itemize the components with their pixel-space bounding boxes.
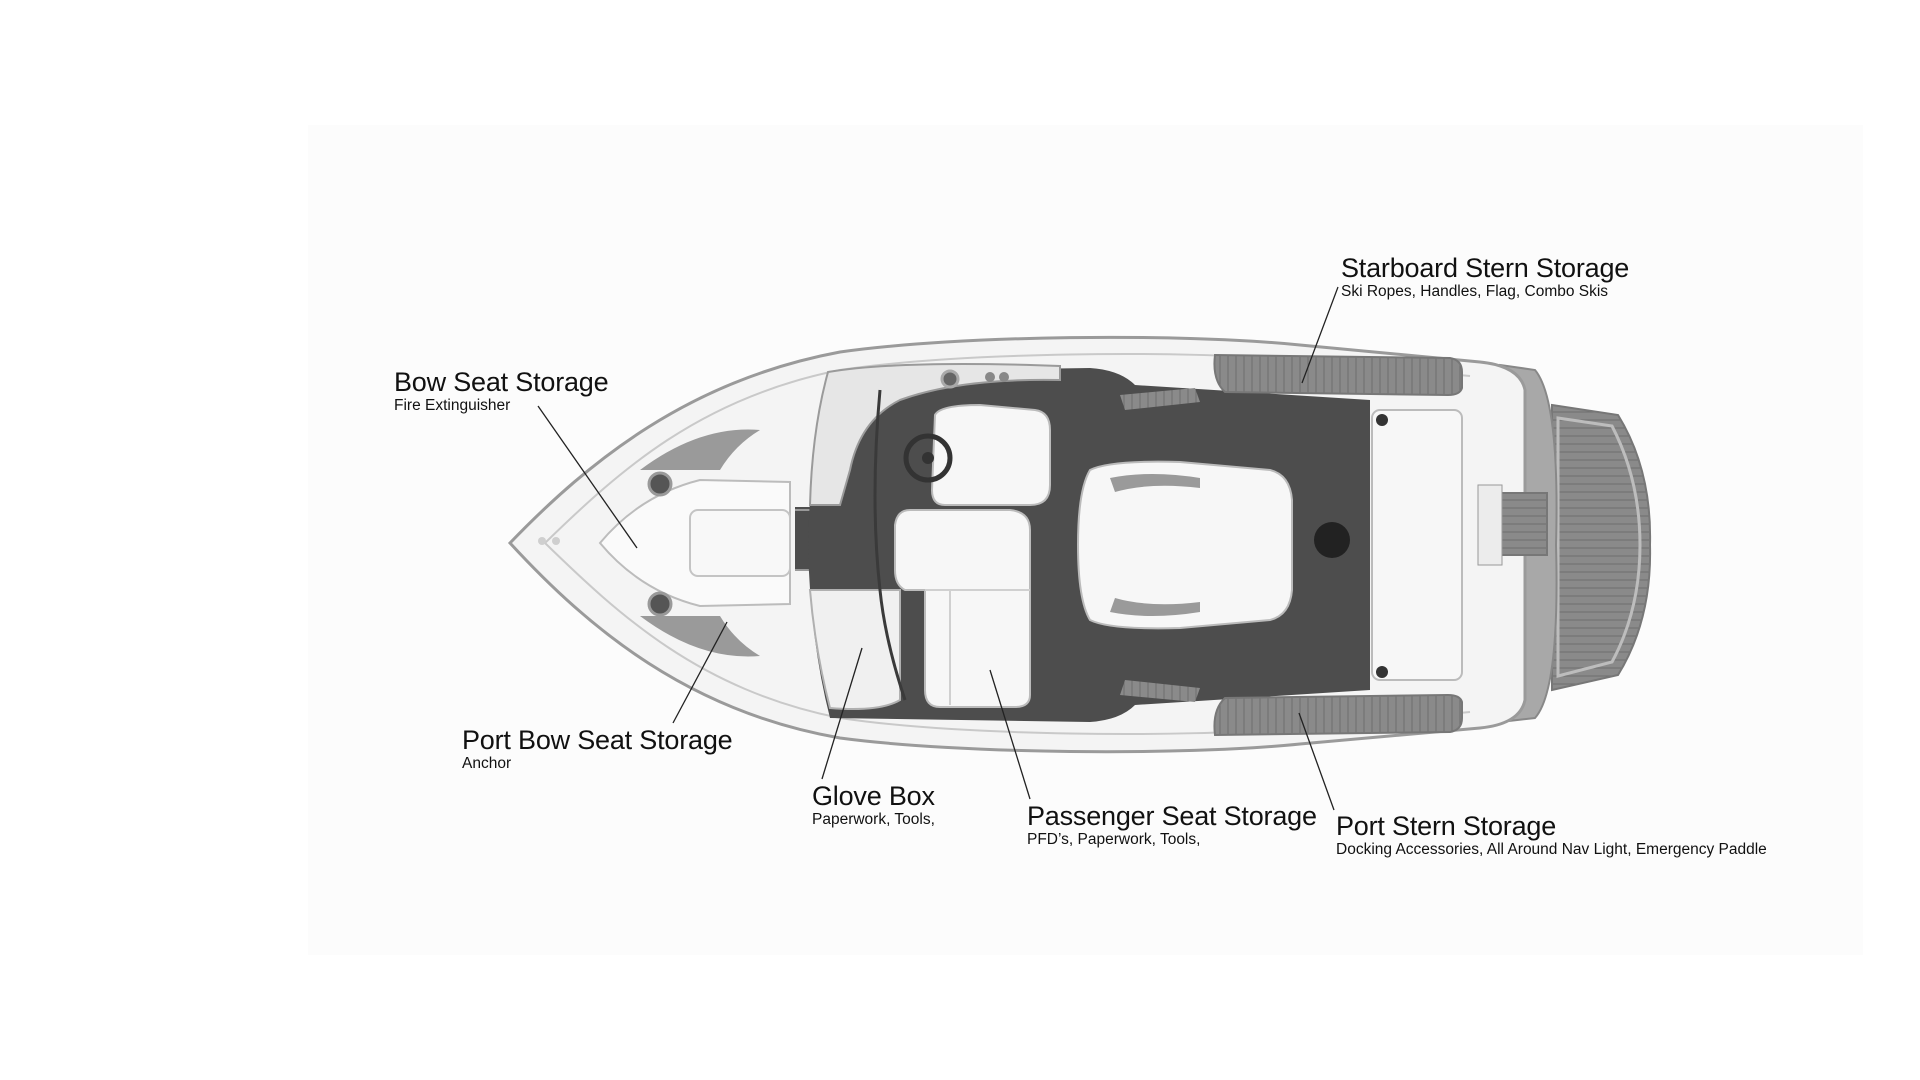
callout-starboard-stern-storage: Starboard Stern Storage Ski Ropes, Handl… bbox=[1341, 253, 1630, 301]
callout-description: Anchor bbox=[462, 755, 512, 772]
rear-post-top bbox=[1376, 414, 1388, 426]
bow-speaker-bottom bbox=[647, 591, 673, 617]
transom-step bbox=[1477, 484, 1503, 566]
port-stern-pad bbox=[1213, 693, 1463, 737]
dash-gauge-1 bbox=[940, 369, 960, 389]
port-step-pad bbox=[1120, 680, 1200, 702]
leader-bow-seat bbox=[537, 405, 638, 549]
bow-cleat-1 bbox=[538, 537, 546, 545]
bow-trim-bottom bbox=[640, 616, 760, 657]
rear-post-bottom bbox=[1376, 666, 1388, 678]
engine-cover bbox=[1076, 460, 1293, 630]
engine-cover-trim-top bbox=[1110, 474, 1200, 492]
leader-glove-box bbox=[821, 647, 863, 780]
callout-title: Passenger Seat Storage bbox=[1027, 801, 1317, 831]
callout-title: Port Stern Storage bbox=[1336, 811, 1557, 841]
callout-description: Paperwork, Tools, bbox=[812, 811, 935, 828]
steering-wheel bbox=[903, 433, 953, 483]
bow-speaker-top bbox=[647, 471, 673, 497]
floor-drain bbox=[1314, 522, 1350, 558]
steering-hub bbox=[922, 452, 934, 464]
callout-description: Fire Extinguisher bbox=[394, 397, 511, 414]
callout-glove-box: Glove Box Paperwork, Tools, bbox=[812, 781, 935, 829]
leader-starboard-stern bbox=[1301, 286, 1339, 384]
leader-port-bow bbox=[672, 621, 728, 724]
rear-bench bbox=[1371, 409, 1463, 681]
console-rail bbox=[873, 389, 907, 701]
glove-box-console bbox=[808, 589, 901, 710]
callout-title: Bow Seat Storage bbox=[394, 367, 609, 397]
leader-lines bbox=[537, 286, 1339, 811]
bow-trim-top bbox=[640, 429, 760, 470]
starboard-stern-pad bbox=[1213, 353, 1463, 397]
callout-title: Port Bow Seat Storage bbox=[462, 725, 733, 755]
swim-platform bbox=[1551, 403, 1652, 692]
callout-port-stern-storage: Port Stern Storage Docking Accessories, … bbox=[1336, 811, 1767, 859]
starboard-step-pad bbox=[1120, 388, 1200, 410]
callout-bow-seat-storage: Bow Seat Storage Fire Extinguisher bbox=[394, 367, 609, 415]
callout-description: Ski Ropes, Handles, Flag, Combo Skis bbox=[1341, 283, 1609, 300]
leader-passenger-seat bbox=[989, 669, 1031, 800]
passenger-seat bbox=[894, 509, 1031, 708]
callout-description: PFD’s, Paperwork, Tools, bbox=[1027, 831, 1201, 848]
callout-description: Docking Accessories, All Around Nav Ligh… bbox=[1336, 841, 1767, 858]
callout-port-bow-seat-storage: Port Bow Seat Storage Anchor bbox=[462, 725, 733, 773]
swim-platform-trim bbox=[1556, 416, 1642, 678]
dash-gauge-3 bbox=[999, 372, 1009, 382]
bow-cushion-center bbox=[689, 509, 791, 577]
helm-console bbox=[808, 363, 1061, 506]
callout-title: Starboard Stern Storage bbox=[1341, 253, 1630, 283]
driver-seat bbox=[930, 403, 1051, 506]
bow-cleat-2 bbox=[552, 537, 560, 545]
leader-port-stern bbox=[1298, 712, 1335, 811]
callout-title: Glove Box bbox=[812, 781, 935, 811]
callout-passenger-seat-storage: Passenger Seat Storage PFD’s, Paperwork,… bbox=[1027, 801, 1317, 849]
dash-gauge-2 bbox=[985, 372, 995, 382]
passenger-seat-seam bbox=[925, 589, 1030, 705]
engine-cover-trim-bottom bbox=[1110, 598, 1200, 616]
